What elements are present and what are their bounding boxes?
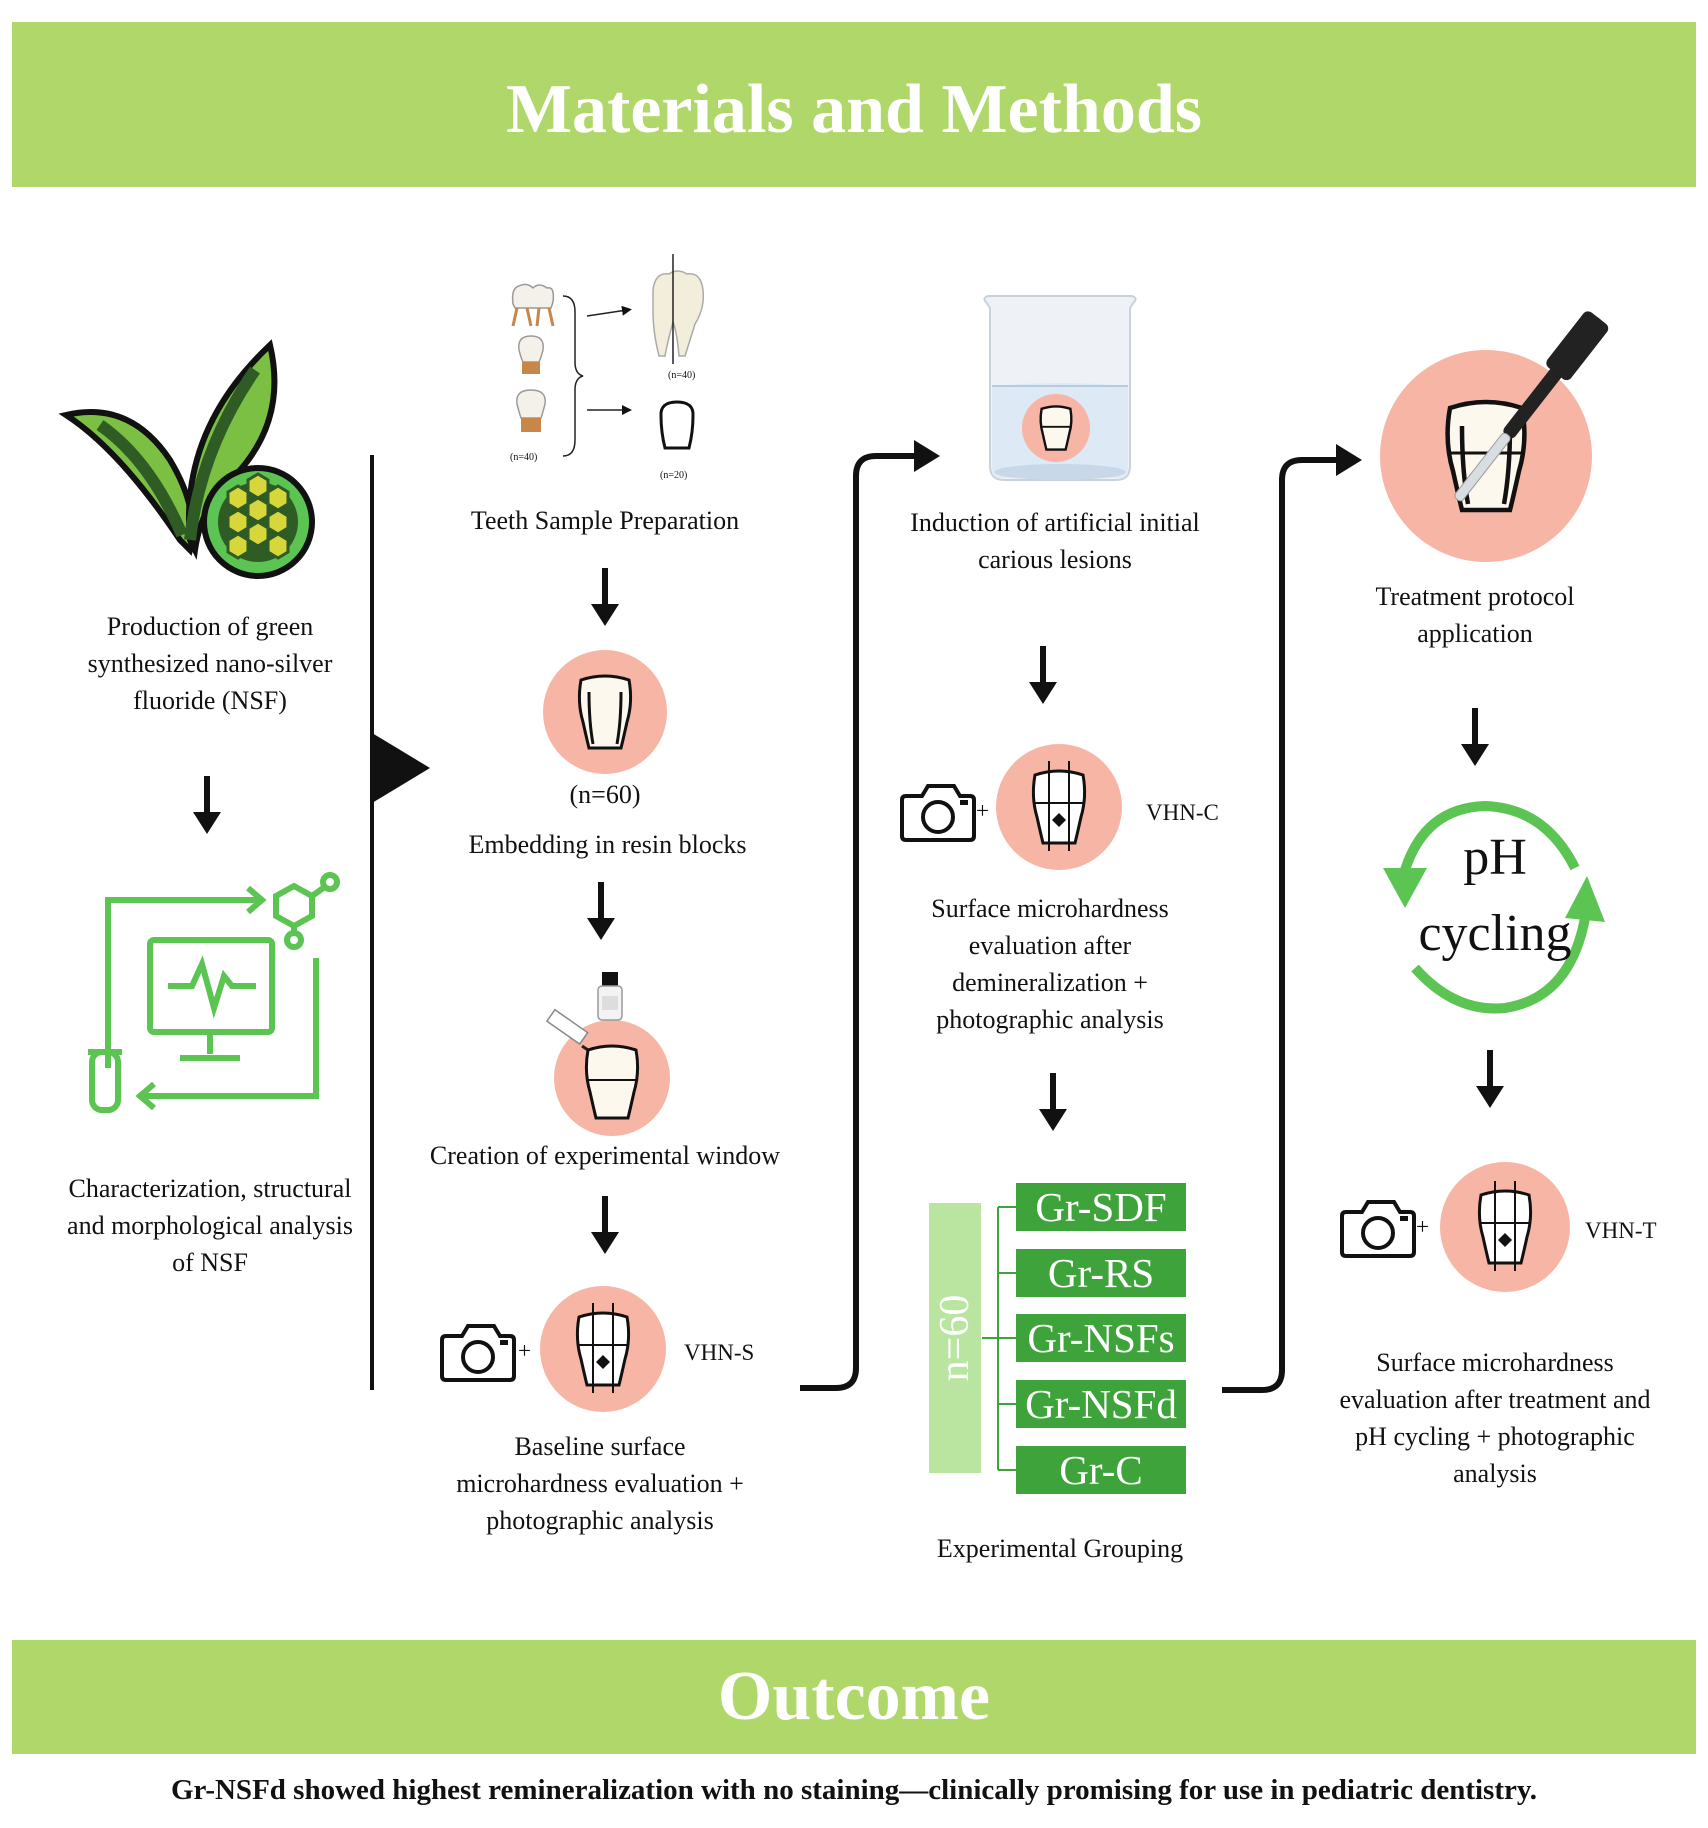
down-arrow-8 xyxy=(1490,1050,1520,1110)
tooth-grid-circle-demin xyxy=(996,744,1122,870)
treatment-application-illustration xyxy=(1380,311,1609,562)
plus-sign-demin: + xyxy=(976,798,989,823)
down-arrow-7 xyxy=(1475,708,1505,768)
experimental-window-illustration xyxy=(545,972,670,1136)
treatment-label: Treatment protocol application xyxy=(1375,582,1575,648)
window-label: Creation of experimental window xyxy=(429,1141,781,1170)
teeth-sample-illustration xyxy=(511,254,705,457)
outcome-title: Outcome xyxy=(717,1658,991,1735)
group-rs: Gr-RS xyxy=(1016,1249,1186,1297)
tooth-grid-circle-baseline xyxy=(540,1286,666,1412)
baseline-label: Baseline surface microhardness evaluatio… xyxy=(456,1432,744,1535)
outcome-banner: Outcome xyxy=(12,1640,1696,1754)
section-divider xyxy=(370,455,374,1390)
conclusion-text: Gr-NSFd showed highest remineralization … xyxy=(170,1774,1538,1806)
vhn-c-label: VHN-C xyxy=(1146,800,1219,825)
final-evaluation-label: Surface microhardness evaluation after t… xyxy=(1339,1348,1651,1488)
green-leaf-nano-icon xyxy=(58,339,315,579)
demin-label: Surface microhardness evaluation after d… xyxy=(931,894,1169,1034)
n20-label: (n=20) xyxy=(660,470,688,481)
n-total-bar: n=60 xyxy=(929,1203,981,1473)
grouping-label: Experimental Grouping xyxy=(936,1534,1184,1563)
flow-triangle xyxy=(372,733,430,803)
group-sdf: Gr-SDF xyxy=(1016,1183,1186,1231)
group-nsfs: Gr-NSFs xyxy=(1016,1314,1186,1362)
n40-left-label: (n=40) xyxy=(510,452,538,463)
page-title: Materials and Methods xyxy=(505,71,1203,148)
tooth-grid-circle-final xyxy=(1440,1162,1570,1292)
plus-sign-final: + xyxy=(1416,1214,1429,1239)
plus-sign: + xyxy=(518,1338,531,1363)
embedded-tooth-circle xyxy=(543,650,667,774)
vhn-s-label: VHN-S xyxy=(684,1340,755,1365)
ph-line-1: pH xyxy=(1463,829,1527,886)
header-banner: Materials and Methods xyxy=(12,22,1696,187)
induction-label: Induction of artificial initial carious … xyxy=(910,508,1200,574)
vhn-t-label: VHN-T xyxy=(1585,1218,1657,1243)
group-nsfd: Gr-NSFd xyxy=(1016,1380,1186,1428)
n40-right-label: (n=40) xyxy=(668,370,696,381)
n60-label: (n=60) xyxy=(569,780,641,809)
characterization-label: Characterization, structural and morphol… xyxy=(67,1174,353,1277)
ph-line-2: cycling xyxy=(1418,905,1572,962)
nsf-production-label: Production of green synthesized nano-sil… xyxy=(87,612,333,715)
characterization-icon xyxy=(88,872,340,1113)
teeth-prep-label: Teeth Sample Preparation xyxy=(470,506,740,535)
embedding-label: Embedding in resin blocks xyxy=(468,830,747,859)
camera-icon-final xyxy=(1340,1200,1416,1258)
ph-cycling-icon xyxy=(1383,800,1605,1014)
beaker-illustration xyxy=(983,295,1137,481)
group-c: Gr-C xyxy=(1016,1446,1186,1494)
